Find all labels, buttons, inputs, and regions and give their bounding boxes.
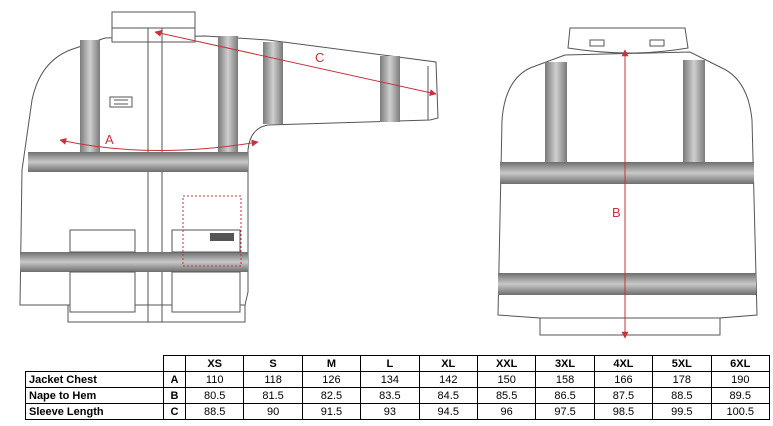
pocket-left-flap [69,229,136,253]
size-value: 94.5 [418,403,478,420]
size-value: 166 [593,371,654,388]
back-hem-band [498,273,756,295]
size-value: 158 [535,371,595,388]
size-value: 126 [301,371,362,388]
size-value: 83.5 [360,387,420,404]
front-band-left [80,40,100,152]
row-name: Sleeve Length [25,403,164,420]
measure-chest: A [59,132,259,152]
size-header-6xl: 6XL [710,355,771,372]
header-code-blank [163,355,186,372]
size-header-s: S [243,355,303,372]
chest-label: A [105,132,114,147]
size-value: 80.5 [184,387,245,404]
sleeve-band-1 [263,42,283,124]
front-hem-band [20,252,248,272]
size-value: 93 [360,403,420,420]
back-band-left [545,62,567,162]
sleeve-label: C [315,50,324,65]
size-header-xs: XS [184,355,245,372]
jacket-diagram: A C B [19,11,758,339]
size-value: 100.5 [710,403,771,420]
row-code: B [163,387,186,404]
size-value: 118 [243,371,303,388]
row-code: C [163,403,186,420]
header-blank [25,355,164,372]
size-value: 134 [360,371,420,388]
size-value: 110 [184,371,245,388]
size-value: 88.5 [652,387,712,404]
back-collar [567,27,689,54]
back-band-right [683,60,705,162]
size-value: 97.5 [535,403,595,420]
size-value: 178 [652,371,712,388]
pocket-right [171,271,241,313]
front-collar [111,11,196,43]
measure-sleeve: C [154,29,437,97]
size-value: 88.5 [184,403,245,420]
size-value: 96 [476,403,537,420]
size-value: 99.5 [652,403,712,420]
row-name: Nape to Hem [25,387,164,404]
chest-badge [109,96,133,108]
size-value: 91.5 [301,403,362,420]
size-value: 98.5 [593,403,654,420]
back-chest-band [500,162,754,184]
front-band-right [218,36,238,152]
size-header-m: M [301,355,362,372]
id-card-window [182,195,242,267]
size-value: 82.5 [301,387,362,404]
size-value: 142 [418,371,478,388]
size-value: 90 [243,403,303,420]
size-value: 89.5 [710,387,771,404]
size-value: 81.5 [243,387,303,404]
sleeve-band-2 [380,56,400,122]
front-chest-band [28,152,248,172]
size-header-xl: XL [418,355,478,372]
measure-nape-to-hem: B [612,49,629,339]
size-value: 150 [476,371,537,388]
size-header-xxl: XXL [476,355,537,372]
nape-label: B [612,205,621,220]
size-header-4xl: 4XL [593,355,654,372]
row-code: A [163,371,186,388]
front-view [19,11,439,323]
row-name: Jacket Chest [25,371,164,388]
size-header-3xl: 3XL [535,355,595,372]
size-value: 87.5 [593,387,654,404]
size-value: 85.5 [476,387,537,404]
size-value: 84.5 [418,387,478,404]
size-value: 190 [710,371,771,388]
size-header-5xl: 5XL [652,355,712,372]
size-header-l: L [360,355,420,372]
size-value: 86.5 [535,387,595,404]
pocket-left [69,271,136,313]
back-view [497,27,758,336]
